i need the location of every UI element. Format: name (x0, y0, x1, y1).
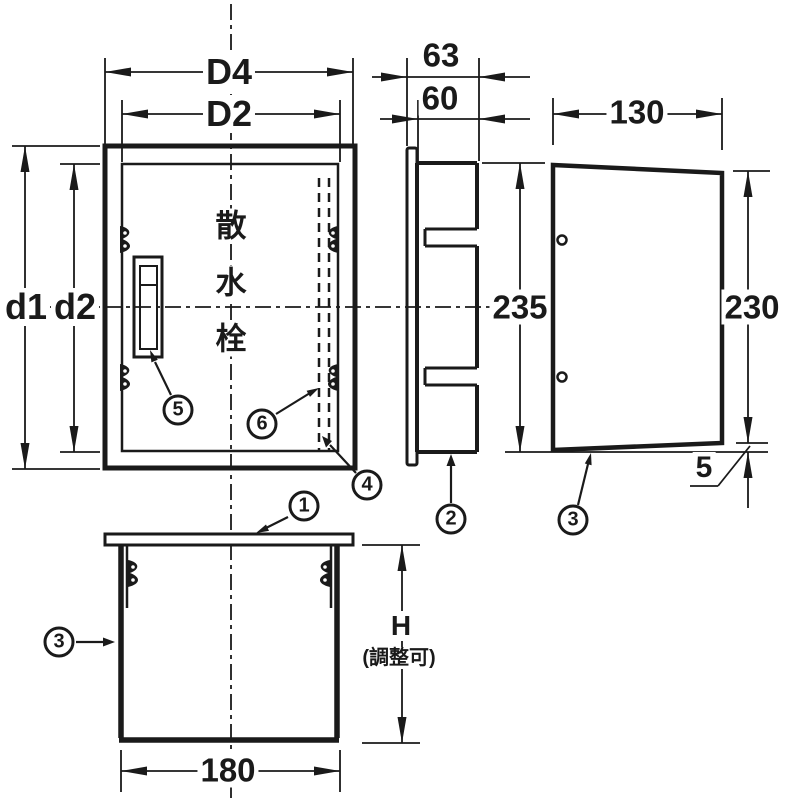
spring-clips (120, 226, 338, 587)
dim-label-D2: D2 (202, 95, 256, 133)
screw-hole (556, 234, 568, 246)
dim-label-D4: D4 (202, 53, 256, 91)
dim-label-5: 5 (692, 452, 716, 484)
panel-text-char-3: 栓 (214, 321, 248, 357)
hinge-dashed-lines (317, 178, 331, 451)
panel-text-char-2: 水 (214, 265, 248, 301)
dim-label-235: 235 (489, 289, 551, 325)
callout-3-door: 3 (557, 504, 589, 536)
dim-label-60: 60 (418, 80, 462, 116)
dim-label-130: 130 (606, 94, 668, 130)
leader-arrowheads (103, 350, 592, 647)
handle-outer (132, 255, 164, 359)
callout-4: 4 (351, 469, 383, 501)
side-section-view (405, 146, 479, 467)
callout-5: 5 (162, 394, 194, 426)
callout-6: 6 (246, 408, 278, 440)
dim-label-d2v: d2 (50, 288, 100, 326)
lid-plate (103, 532, 355, 547)
bottom-body-view (103, 532, 355, 743)
callout-2: 2 (435, 503, 467, 535)
callout-3-body: 3 (43, 626, 75, 658)
adjustment-slots (423, 227, 477, 387)
dim-label-230: 230 (721, 289, 783, 325)
callout-1: 1 (288, 490, 320, 522)
dim-label-63: 63 (419, 37, 463, 73)
dim-label-180: 180 (197, 752, 259, 788)
screw-hole (556, 371, 568, 383)
front-view (102, 143, 358, 471)
dim-label-adjustable-note: (調整可) (359, 647, 439, 669)
panel-text-char-1: 散 (214, 208, 248, 244)
door-panel-view (550, 162, 725, 453)
handle-inner (139, 265, 158, 350)
dimension-arrowheads (20, 67, 753, 776)
dim-label-d1: d1 (1, 288, 51, 326)
dim-label-H: H (387, 611, 415, 641)
